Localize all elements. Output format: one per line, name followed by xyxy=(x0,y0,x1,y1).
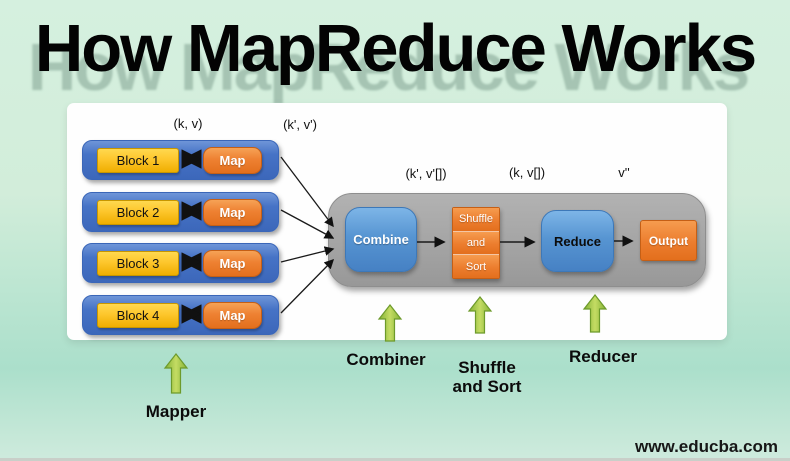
block-row-1: Block 1 Map xyxy=(82,140,279,180)
block-4-label: Block 4 xyxy=(97,303,179,328)
bottom-edge-line xyxy=(0,458,790,461)
shuffle-seg-3: Sort xyxy=(453,254,499,279)
reduce-stage: Reduce xyxy=(541,210,614,272)
caption-shuffle-line1: Shuffle xyxy=(458,358,516,377)
shuffle-seg-2: and xyxy=(453,230,499,255)
block-row-3: Block 3 Map xyxy=(82,243,279,283)
shuffle-seg-1: Shuffle xyxy=(453,208,499,231)
map-task-1: Map xyxy=(203,147,262,174)
output-stage: Output xyxy=(640,220,697,261)
map-task-2: Map xyxy=(203,199,262,226)
map-task-4: Map xyxy=(203,302,262,329)
caption-combiner: Combiner xyxy=(346,350,426,369)
block-row-4: Block 4 Map xyxy=(82,295,279,335)
caption-reducer: Reducer xyxy=(568,347,638,366)
caption-shuffle-line2: and Sort xyxy=(452,377,522,396)
website-url: www.educba.com xyxy=(635,437,778,456)
map-task-3: Map xyxy=(203,250,262,277)
block-1-label: Block 1 xyxy=(97,148,179,173)
block-row-2: Block 2 Map xyxy=(82,192,279,232)
shuffle-sort-stage: Shuffle and Sort xyxy=(452,207,500,279)
annotation-map-output: (k', v') xyxy=(283,117,317,132)
caption-mapper: Mapper xyxy=(145,402,207,421)
caption-shuffle-sort: Shuffle and Sort xyxy=(417,358,557,396)
annotation-reduce-input: (k, v[]) xyxy=(508,165,546,180)
up-arrow-icon-mapper xyxy=(163,353,189,394)
annotation-combine-output: (k', v'[]) xyxy=(405,166,447,181)
annotation-final-output: v'' xyxy=(618,165,630,180)
combine-stage: Combine xyxy=(345,207,417,272)
block-2-label: Block 2 xyxy=(97,200,179,225)
page-title: How MapReduce Works xyxy=(34,10,757,86)
annotation-map-input: (k, v) xyxy=(173,116,203,131)
block-3-label: Block 3 xyxy=(97,251,179,276)
